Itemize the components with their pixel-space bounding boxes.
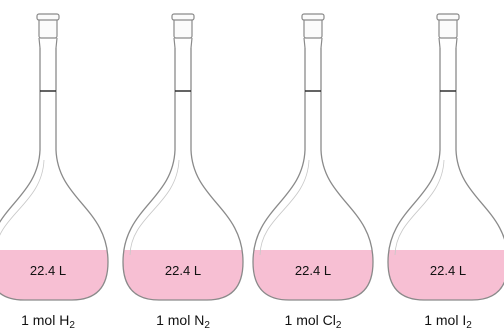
flask-3-highlight (259, 159, 310, 256)
flask-1-stopper-cap (36, 13, 60, 21)
flask-2-liquid (123, 250, 243, 300)
flask-3-stopper (303, 17, 323, 39)
flask-3-stopper-cap (301, 13, 325, 21)
flask-2-stopper-cap (171, 13, 195, 21)
flask-2-glass (122, 48, 244, 301)
flask-2-highlight (129, 159, 180, 256)
flask-1-highlight (0, 159, 45, 236)
flask-3-glass (252, 48, 374, 301)
flask-4-highlight (394, 159, 445, 256)
flask-1-liquid (0, 250, 108, 300)
flask-3-caption: 1 mol Cl2 (284, 312, 342, 331)
flask-2-caption: 1 mol N2 (156, 312, 210, 331)
flask-4-liquid (388, 250, 504, 300)
flask-2-stopper (173, 17, 193, 39)
flask-1-collar (38, 37, 58, 49)
flask-1-stopper (38, 17, 58, 39)
flask-4-stopper-cap (436, 13, 460, 21)
flask-3: 22.4 L (252, 13, 374, 301)
flask-4-glass (387, 48, 504, 301)
flask-4: 22.4 L (387, 13, 504, 301)
flask-1-volume-label: 22.4 L (30, 263, 66, 278)
flask-3-collar (303, 37, 323, 49)
flask-1-caption: 1 mol H2 (21, 312, 75, 331)
flask-3-volume-label: 22.4 L (295, 263, 331, 278)
flask-4-volume-label: 22.4 L (430, 263, 466, 278)
flask-2-collar (173, 37, 193, 49)
flask-3-liquid (253, 250, 373, 300)
flask-1-glass (0, 48, 109, 301)
flask-4-caption: 1 mol I2 (424, 312, 472, 331)
flask-4-collar (438, 37, 458, 49)
flask-1: 22.4 L (0, 13, 109, 301)
flask-2: 22.4 L (122, 13, 244, 301)
flask-4-stopper (438, 17, 458, 39)
flask-2-volume-label: 22.4 L (165, 263, 201, 278)
